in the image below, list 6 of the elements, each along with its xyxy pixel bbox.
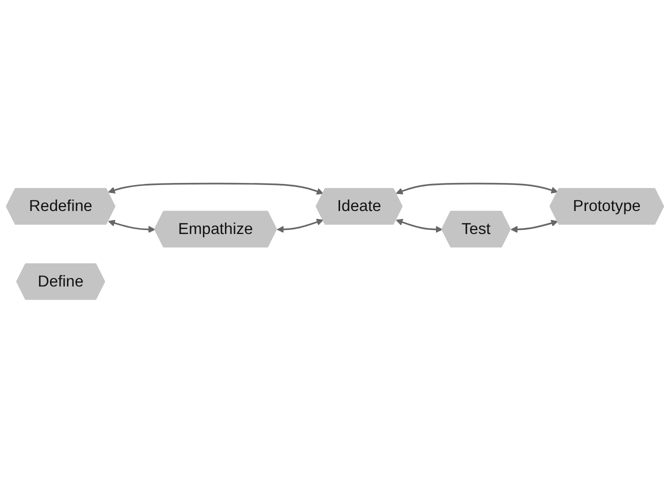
arrow (276, 218, 324, 233)
arrow (510, 220, 558, 233)
arrow (108, 220, 156, 233)
arrow (396, 218, 442, 233)
arrow (108, 182, 324, 195)
arrow (396, 182, 558, 194)
